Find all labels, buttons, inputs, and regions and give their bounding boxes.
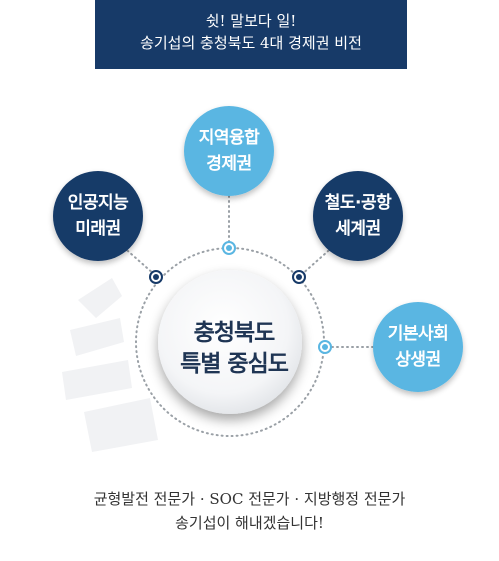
footer-line2: 송기섭이 해내겠습니다!: [175, 514, 324, 532]
node-label-line2: 경제권: [206, 154, 252, 174]
center-label: 충청북도 특별 중심도: [169, 318, 299, 380]
center-label-line1: 충청북도: [193, 320, 276, 346]
node-rail: 철도·공항 세계권: [313, 190, 403, 242]
node-circle-basic: [373, 302, 463, 392]
banner-slogan: 쉿! 말보다 일!: [205, 12, 297, 30]
connector-lines: [119, 195, 377, 348]
footer-line1: 균형발전 전문가 · SOC 전문가 · 지방행정 전문가: [93, 490, 406, 508]
title-banner: 쉿! 말보다 일! 송기섭의 충청북도 4대 경제권 비전: [95, 0, 407, 69]
node-label-line1: 철도·공항: [324, 193, 392, 213]
node-ai: 인공지능 미래권: [53, 190, 143, 242]
center-label-line2: 특별 중심도: [180, 351, 289, 377]
node-basic: 기본사회 상생권: [373, 321, 463, 373]
node-label-line2: 상생권: [395, 350, 441, 370]
node-label-line2: 미래권: [75, 219, 121, 239]
node-regional: 지역융합 경제권: [184, 125, 274, 177]
center-circle: [158, 270, 302, 414]
node-label-line1: 지역융합: [198, 128, 260, 148]
node-label-line1: 기본사회: [387, 324, 449, 344]
connector-dots: [149, 241, 332, 354]
banner-subtitle: 송기섭의 충청북도 4대 경제권 비전: [140, 34, 362, 52]
node-circle-ai: [53, 171, 143, 261]
node-circle-rail: [313, 171, 403, 261]
watermark-emblem: [62, 278, 158, 452]
node-label-line2: 세계권: [335, 219, 381, 239]
node-label-line1: 인공지능: [67, 193, 129, 213]
footer-message: 균형발전 전문가 · SOC 전문가 · 지방행정 전문가 송기섭이 해내겠습니…: [0, 487, 499, 535]
node-circle-regional: [184, 106, 274, 196]
